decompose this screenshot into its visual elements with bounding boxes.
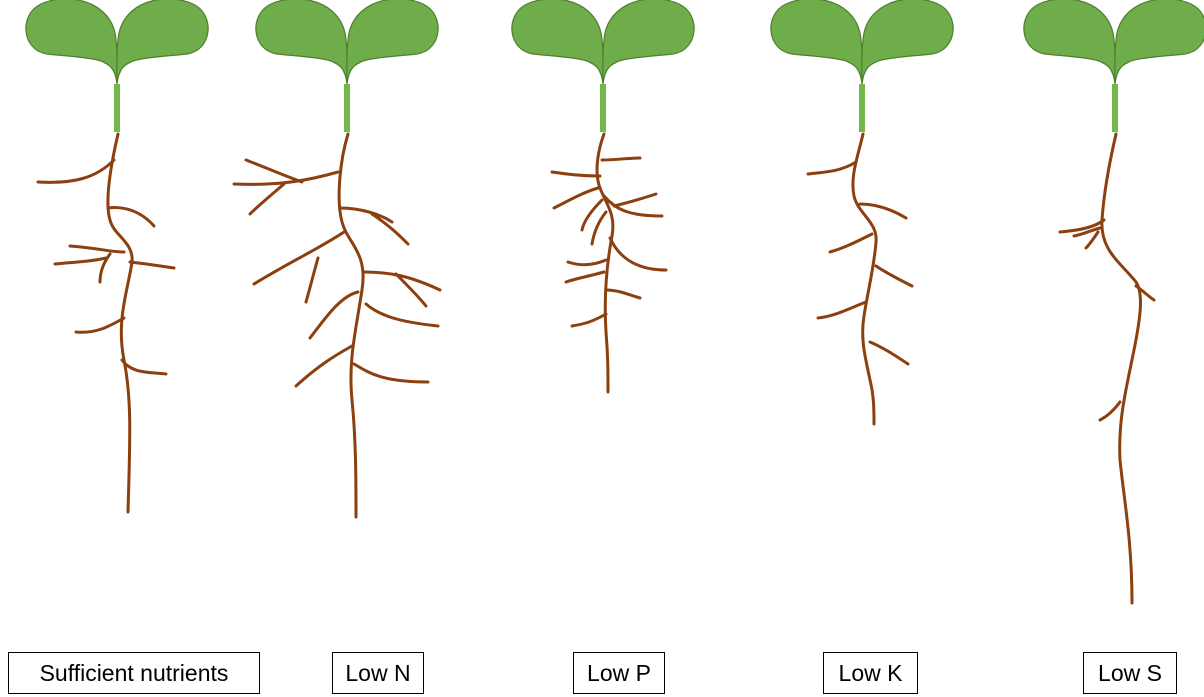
root-system bbox=[234, 134, 440, 517]
root-system bbox=[1060, 134, 1154, 603]
cotyledons bbox=[1024, 0, 1204, 84]
root-system bbox=[552, 134, 666, 392]
seedling-low-n bbox=[234, 0, 440, 517]
seedling-low-k bbox=[771, 0, 953, 424]
label-low-s: Low S bbox=[1083, 652, 1177, 694]
label-sufficient-nutrients: Sufficient nutrients bbox=[8, 652, 260, 694]
cotyledons bbox=[256, 0, 438, 84]
seedling-sufficient bbox=[26, 0, 208, 512]
root-system bbox=[38, 134, 174, 512]
cotyledons bbox=[26, 0, 208, 84]
label-low-n: Low N bbox=[332, 652, 424, 694]
seedling-low-p bbox=[512, 0, 694, 392]
cotyledons bbox=[512, 0, 694, 84]
label-low-k: Low K bbox=[823, 652, 918, 694]
cotyledons bbox=[771, 0, 953, 84]
root-system bbox=[808, 134, 912, 424]
label-low-p: Low P bbox=[573, 652, 665, 694]
seedling-low-s bbox=[1024, 0, 1204, 603]
